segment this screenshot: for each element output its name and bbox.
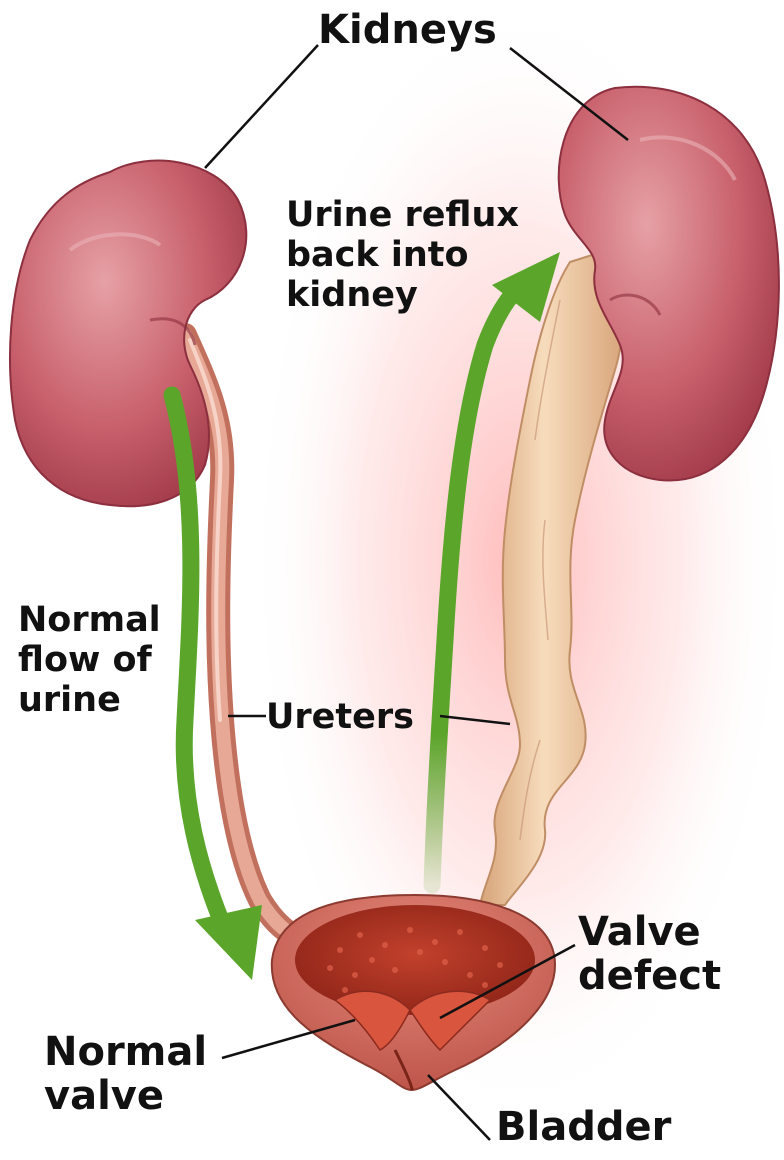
kidneys-leader-left	[205, 45, 318, 168]
normal-flow-label: Normal flow of urine	[18, 600, 161, 720]
kidneys-label: Kidneys	[318, 8, 497, 52]
ureters-label: Ureters	[266, 697, 414, 737]
reflux-label: Urine reflux back into kidney	[286, 195, 519, 315]
normal-valve-label: Normal valve	[44, 1030, 207, 1118]
normal-flow-arrowhead	[195, 905, 262, 980]
bladder-interior	[295, 905, 535, 1015]
valve-defect-label: Valve defect	[578, 910, 721, 998]
bladder-label: Bladder	[496, 1105, 671, 1149]
